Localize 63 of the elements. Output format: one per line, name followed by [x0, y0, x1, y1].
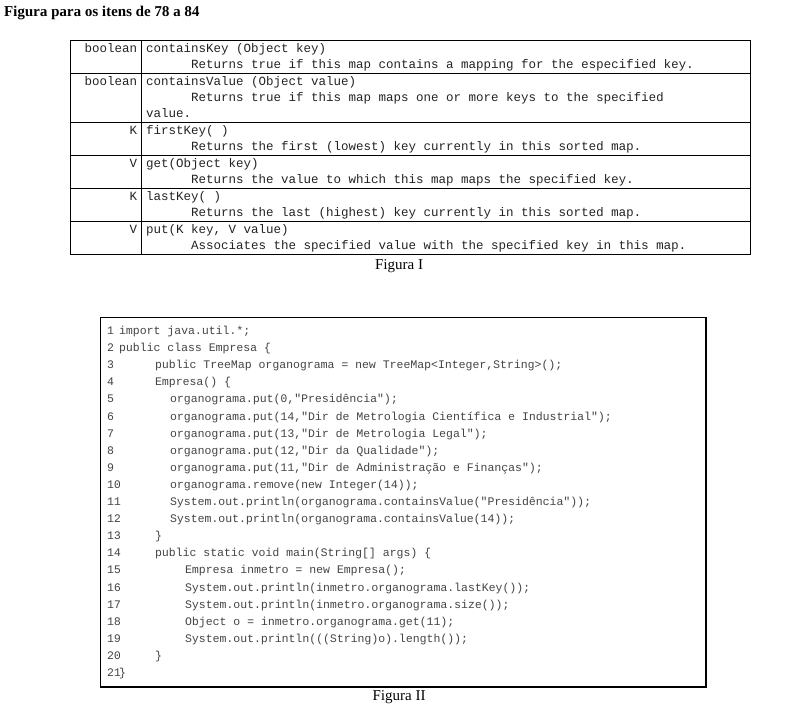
- line-number: 1: [107, 324, 114, 340]
- code-line: System.out.println(organograma.containsValue(14));: [170, 512, 516, 528]
- code-line: Empresa() {: [155, 375, 231, 392]
- code-line: import java.util.*;: [119, 324, 250, 340]
- line-number: 19: [107, 632, 121, 648]
- code-line: System.out.println(inmetro.organograma.size());: [185, 598, 510, 614]
- table-cell: K: [70, 188, 142, 222]
- table-cell: boolean: [70, 40, 142, 74]
- table-cell: K: [70, 122, 142, 156]
- method-signature: containsValue (Object value): [146, 74, 356, 90]
- code-line: System.out.println(inmetro.organograma.lastKey());: [185, 580, 530, 596]
- code-line: }: [119, 666, 126, 682]
- line-number: 9: [107, 460, 114, 477]
- code-line: organograma.put(0,"Presidência");: [170, 392, 398, 408]
- line-number: 4: [107, 375, 114, 392]
- line-number: 5: [107, 392, 114, 408]
- table-cell: V: [70, 222, 142, 254]
- method-signature: put(K key, V value): [146, 222, 289, 238]
- line-number: 6: [107, 410, 114, 426]
- figure-caption: Figura I: [374, 257, 424, 274]
- line-number: 14: [107, 546, 121, 562]
- figure-caption: Figura II: [372, 688, 426, 705]
- method-description: Returns true if this map contains a mapping for the especified key.: [190, 57, 695, 73]
- code-line: }: [155, 529, 162, 546]
- line-number: 20: [107, 648, 121, 665]
- line-number: 2: [107, 341, 114, 358]
- code-line: Object o = inmetro.organograma.get(11);: [185, 614, 454, 631]
- method-description: Returns the value to which this map maps the specified key.: [190, 172, 635, 188]
- line-number: 10: [107, 478, 121, 494]
- code-line: organograma.put(14,"Dir de Metrologia Científica e Industrial");: [170, 410, 612, 426]
- method-description: Returns the first (lowest) key currently in this sorted map.: [190, 139, 642, 155]
- code-line: public class Empresa {: [119, 341, 271, 358]
- method-signature: containsKey (Object key): [146, 41, 326, 57]
- table-cell: boolean: [70, 74, 142, 122]
- line-number: 7: [107, 426, 114, 443]
- code-line: organograma.put(12,"Dir da Qualidade");: [170, 444, 440, 460]
- method-signature: get(Object key): [146, 156, 259, 172]
- table-cell: V: [70, 156, 142, 188]
- line-number: 18: [107, 614, 121, 631]
- line-number: 3: [107, 358, 114, 374]
- code-line: Empresa inmetro = new Empresa();: [185, 563, 406, 580]
- heading: Figura para os itens de 78 a 84: [4, 4, 200, 21]
- line-number: 15: [107, 563, 121, 580]
- code-line: System.out.println(((String)o).length());: [185, 632, 468, 648]
- code-line: public static void main(String[] args) {: [155, 546, 432, 562]
- method-description: Returns the last (highest) key currently in this sorted map.: [190, 205, 642, 221]
- method-signature: firstKey( ): [146, 123, 229, 139]
- code-line: organograma.remove(new Integer(14));: [170, 478, 418, 494]
- line-number: 16: [107, 580, 121, 596]
- code-line: System.out.println(organograma.containsValue("Presidência"));: [170, 495, 591, 511]
- line-number: 11: [107, 495, 121, 511]
- method-description: Associates the specified value with the specified key in this map.: [190, 238, 688, 254]
- line-number: 17: [107, 598, 121, 614]
- line-number: 13: [107, 529, 121, 546]
- line-number: 8: [107, 444, 114, 460]
- code-line: organograma.put(13,"Dir de Metrologia Legal");: [170, 426, 488, 443]
- code-line: public TreeMap organograma = new TreeMap<Integer,String>();: [155, 358, 562, 374]
- line-number: 21: [107, 666, 121, 682]
- line-number: 12: [107, 512, 121, 528]
- code-line: organograma.put(11,"Dir de Administração e Finanças");: [170, 460, 543, 477]
- method-description: Returns true if this map maps one or more keys to the specified value.: [146, 90, 665, 122]
- code-line: }: [155, 648, 162, 665]
- method-signature: lastKey( ): [146, 189, 222, 205]
